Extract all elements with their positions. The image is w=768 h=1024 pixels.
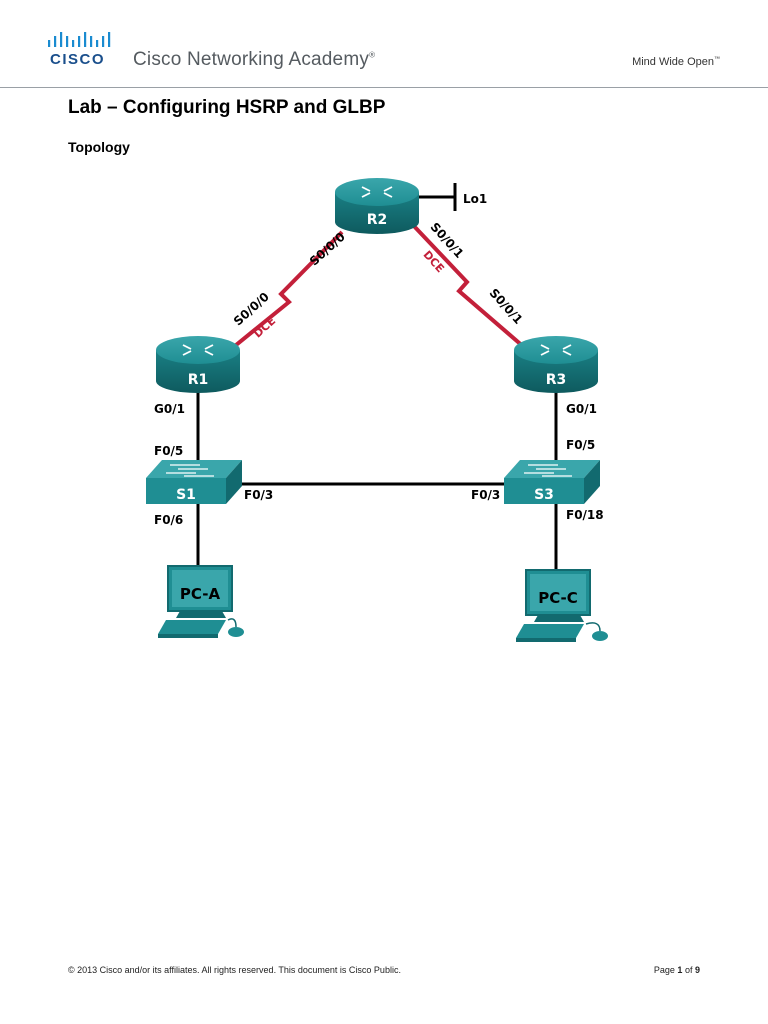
section-heading: Topology <box>68 139 130 155</box>
footer-copyright: © 2013 Cisco and/or its affiliates. All … <box>68 965 401 975</box>
label-r1-dce: DCE <box>251 314 278 340</box>
pc-c: PC-C <box>516 569 608 642</box>
switch-s1-label: S1 <box>176 487 196 503</box>
label-s3-f018: F0/18 <box>566 508 604 522</box>
pc-a: PC-A <box>158 565 244 638</box>
label-s1-f06: F0/6 <box>154 513 183 527</box>
label-r2-s000: S0/0/0 <box>307 230 348 269</box>
switch-arrows-icon <box>166 464 214 477</box>
loopback-lo1 <box>418 183 457 211</box>
switch-s1: S1 <box>146 460 242 504</box>
router-r1: R1 <box>156 336 240 393</box>
label-s1-f05: F0/5 <box>154 444 183 458</box>
switch-arrows-icon <box>524 464 572 477</box>
label-r3-g01: G0/1 <box>566 402 597 416</box>
label-s3-f03: F0/3 <box>471 488 500 502</box>
header-divider <box>0 87 768 88</box>
footer-page-number: Page 1 of 9 <box>653 965 700 975</box>
pc-c-label: PC-C <box>538 589 578 607</box>
router-arrows-icon <box>361 186 393 198</box>
router-r2: R2 <box>335 178 419 234</box>
page-title: Lab – Configuring HSRP and GLBP <box>68 97 386 118</box>
serial-link-r1-r2 <box>223 230 344 356</box>
label-r2-dce: DCE <box>421 248 447 275</box>
pc-a-label: PC-A <box>180 585 221 603</box>
switch-s3: S3 <box>504 460 600 504</box>
cisco-wordmark: CISCO <box>50 51 106 68</box>
router-r1-label: R1 <box>188 372 209 388</box>
label-lo1: Lo1 <box>463 192 487 206</box>
tagline: Mind Wide Open™ <box>632 56 720 68</box>
router-r3-label: R3 <box>546 372 567 388</box>
router-arrows-icon <box>540 344 572 356</box>
label-s3-f05: F0/5 <box>566 438 595 452</box>
topology-diagram: R2 R1 R3 S1 <box>146 178 608 642</box>
academy-name: Cisco Networking Academy® <box>133 49 376 70</box>
router-arrows-icon <box>182 344 214 356</box>
page-header: CISCO Cisco Networking Academy® Mind Wid… <box>0 0 768 88</box>
serial-link-r2-r3 <box>410 222 527 350</box>
label-r1-g01: G0/1 <box>154 402 185 416</box>
router-r3: R3 <box>514 336 598 393</box>
router-r2-label: R2 <box>367 212 388 228</box>
cisco-logo <box>48 32 111 47</box>
label-s1-f03: F0/3 <box>244 488 273 502</box>
switch-s3-label: S3 <box>534 487 554 503</box>
